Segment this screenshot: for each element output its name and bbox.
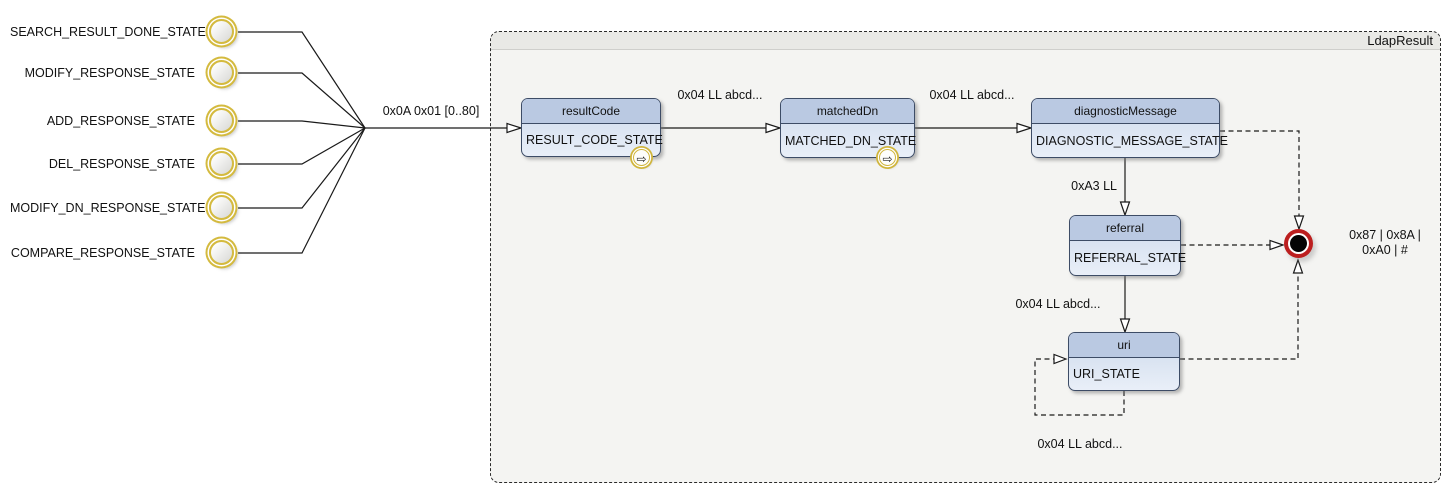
state-title: resultCode <box>522 99 660 124</box>
state-substate: DIAGNOSTIC_MESSAGE_STATE <box>1036 133 1228 148</box>
exit-point-icon: ⇨ <box>879 149 896 166</box>
transition-label: 0x04 LL abcd... <box>1015 297 1101 311</box>
exit-point-icon: ⇨ <box>633 149 650 166</box>
pseudo-state-circle-icon <box>209 108 234 133</box>
state-matched-dn: matchedDn MATCHED_DN_STATE <box>780 98 917 158</box>
transition-label: 0xA3 LL <box>1071 179 1117 193</box>
state-substate: RESULT_CODE_STATE <box>526 133 663 147</box>
state-substate: REFERRAL_STATE <box>1074 251 1187 265</box>
transition-label: 0x04 LL abcd... <box>929 88 1015 102</box>
state-diagnostic-message: diagnosticMessage DIAGNOSTIC_MESSAGE_STA… <box>1031 98 1228 158</box>
state-title: diagnosticMessage <box>1032 99 1219 124</box>
transition-label: 0x04 LL abcd... <box>677 88 763 102</box>
pseudo-state-circle-icon <box>209 151 234 176</box>
ldapresult-region-header: LdapResult <box>491 32 1440 50</box>
dashed-transition-lines <box>1034 130 1300 416</box>
transition-label: 0x04 LL abcd... <box>1037 437 1123 451</box>
transition-label-entry: 0x0A 0x01 [0..80] <box>382 104 480 118</box>
source-state-label: MODIFY_RESPONSE_STATE <box>24 66 195 80</box>
source-state-label: SEARCH_RESULT_DONE_STATE <box>10 25 206 39</box>
final-label-line2: 0xA0 | # <box>1362 243 1408 257</box>
pseudo-state-circle-icon <box>209 19 234 44</box>
state-result-code: resultCode RESULT_CODE_STATE <box>521 98 663 157</box>
pseudo-state-circle-icon <box>209 60 234 85</box>
fan-in-lines <box>238 31 366 254</box>
state-substate: URI_STATE <box>1073 367 1140 381</box>
state-uri: uri URI_STATE <box>1068 332 1180 391</box>
state-title: matchedDn <box>781 99 914 124</box>
pseudo-state-circle-icon <box>209 195 234 220</box>
source-state-label: COMPARE_RESPONSE_STATE <box>10 246 195 260</box>
transition-label-final: 0x87 | 0x8A | 0xA0 | # <box>1329 228 1441 258</box>
right-arrow-glyph: ⇨ <box>636 152 647 166</box>
state-title: referral <box>1070 216 1180 241</box>
state-substate: MATCHED_DN_STATE <box>785 133 917 148</box>
source-state-label: DEL_RESPONSE_STATE <box>48 157 195 171</box>
solid-transition-lines <box>365 127 1126 319</box>
final-state-icon <box>1290 235 1307 252</box>
region-title: LdapResult <box>1367 33 1433 48</box>
source-state-label: ADD_RESPONSE_STATE <box>46 114 195 128</box>
source-state-label: MODIFY_DN_RESPONSE_STATE <box>10 201 206 215</box>
state-title: uri <box>1069 333 1179 358</box>
state-referral: referral REFERRAL_STATE <box>1069 215 1187 276</box>
pseudo-state-circle-icon <box>209 240 234 265</box>
final-label-line1: 0x87 | 0x8A | <box>1349 228 1421 242</box>
open-arrowheads <box>506 122 1305 365</box>
right-arrow-glyph: ⇨ <box>882 152 893 166</box>
